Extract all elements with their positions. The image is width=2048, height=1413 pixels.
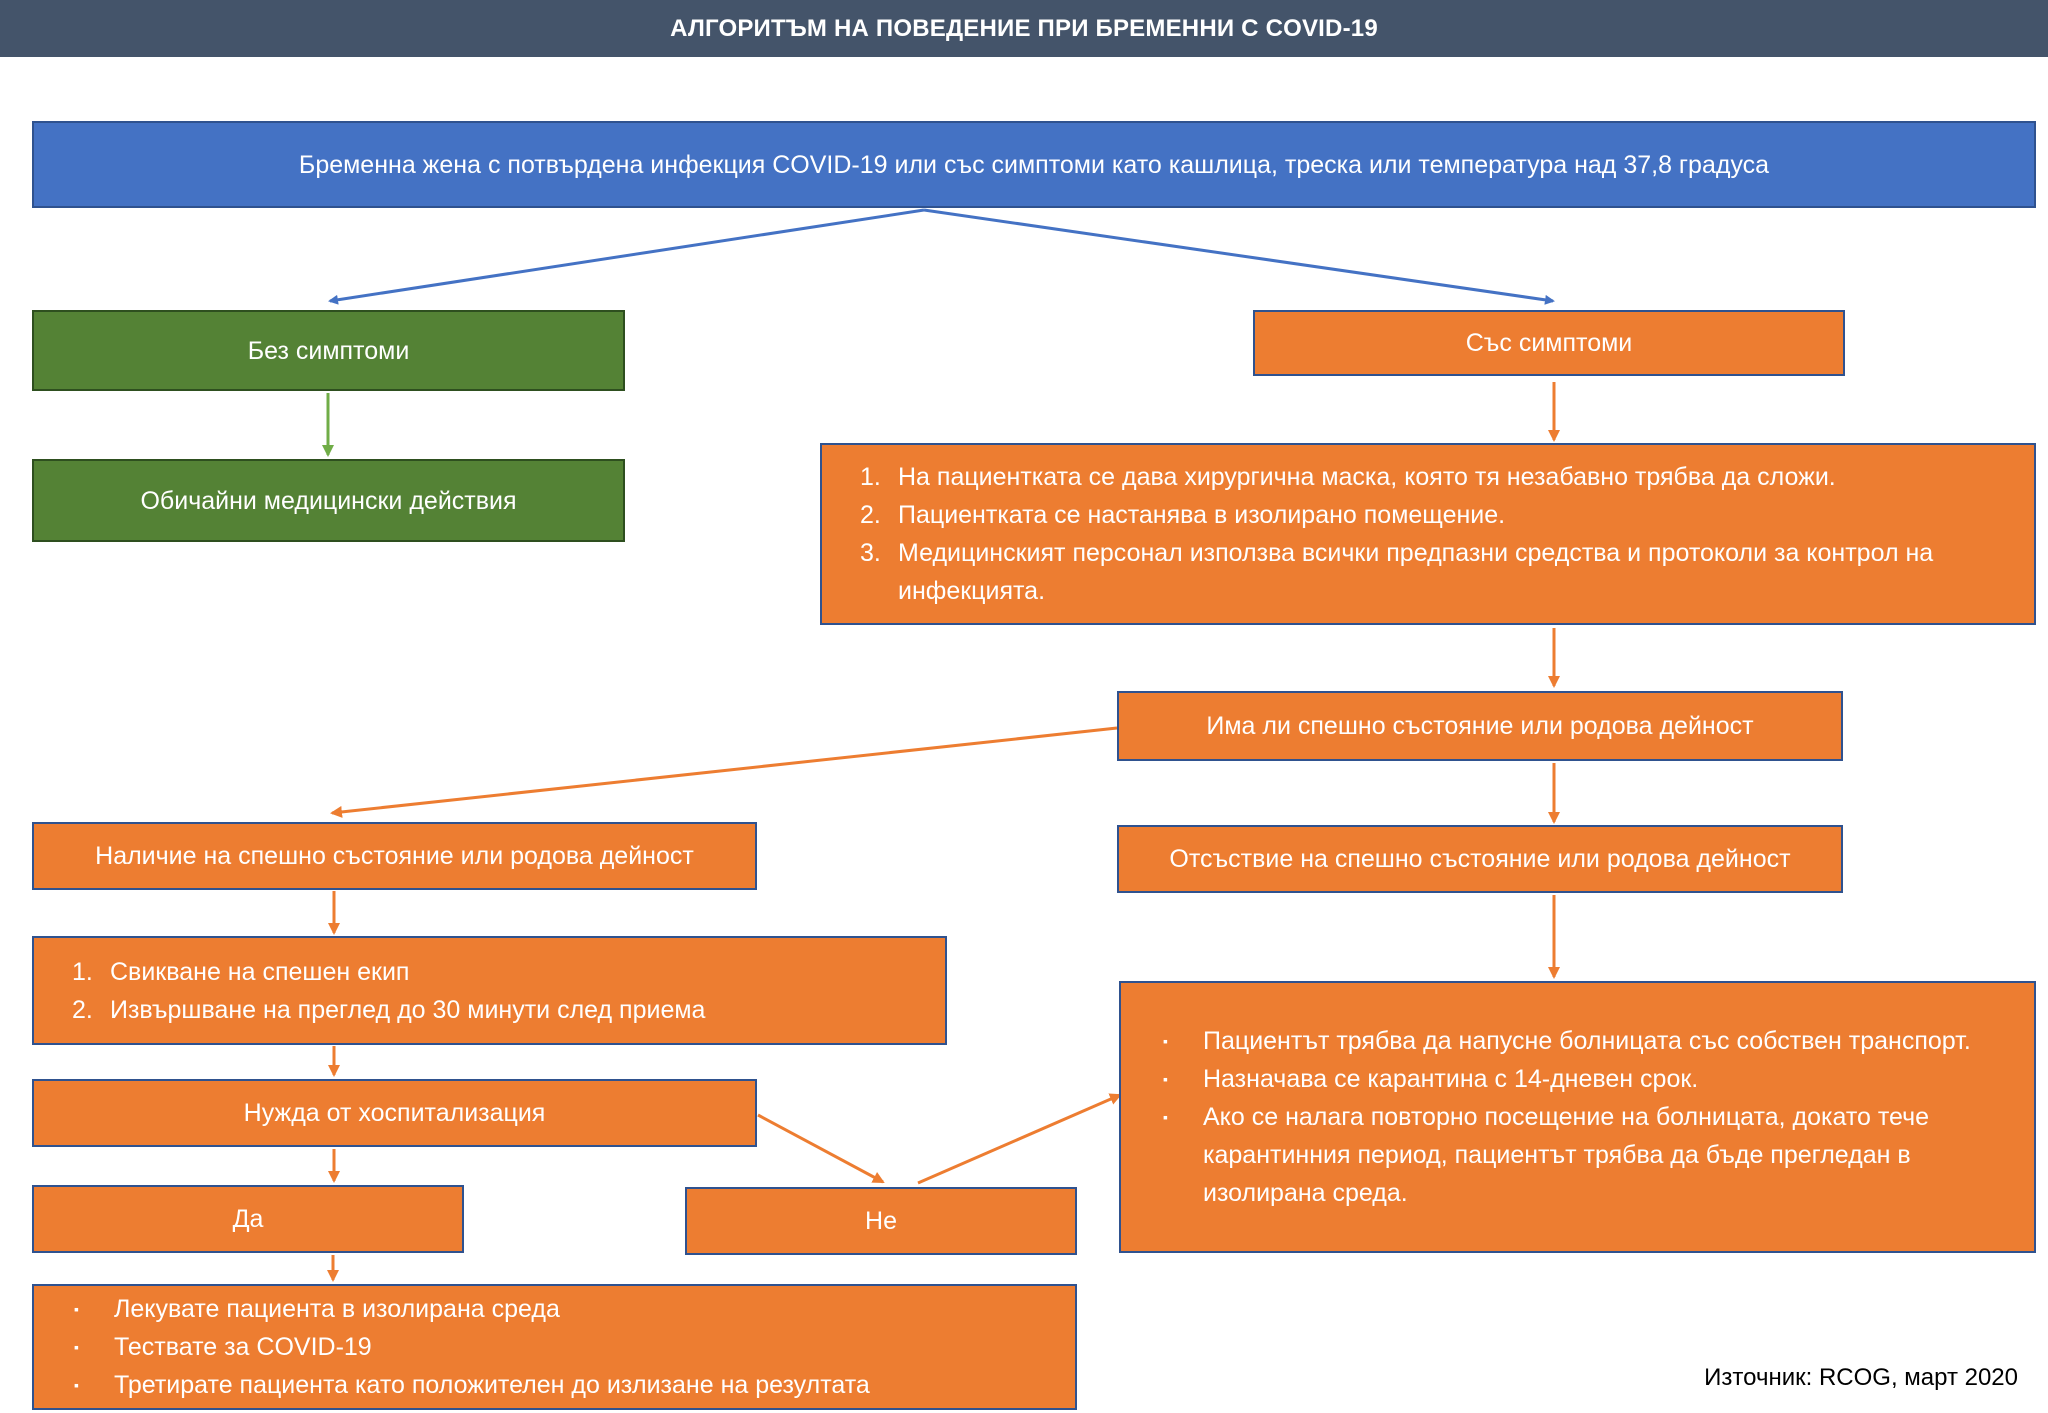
list-item: ▪Назначава се карантина с 14-дневен срок… bbox=[1163, 1060, 2014, 1098]
usual-care-text: Обичайни медицински действия bbox=[140, 486, 517, 515]
hospitalization-box: Нужда от хоспитализация bbox=[32, 1079, 757, 1147]
no-text: Не bbox=[865, 1207, 897, 1235]
list-item: 2.Пациентката се настанява в изолирано п… bbox=[860, 501, 1506, 529]
absent-steps-box: ▪Пациентът трябва да напусне болницата с… bbox=[1119, 981, 2036, 1253]
hospitalization-text: Нужда от хоспитализация bbox=[243, 1099, 546, 1127]
emergency-absent-text: Отсъствие на спешно състояние или родова… bbox=[1169, 845, 1791, 873]
emergency-present-text: Наличие на спешно състояние или родова д… bbox=[95, 842, 694, 870]
no-symptoms-text: Без симптоми bbox=[247, 336, 410, 365]
no-symptoms-box: Без симптоми bbox=[32, 310, 625, 391]
start-text: Бременна жена с потвърдена инфекция COVI… bbox=[298, 150, 1770, 179]
bullet-icon: ▪ bbox=[74, 1339, 79, 1355]
bullet-icon: ▪ bbox=[74, 1377, 79, 1393]
emergency-present-box: Наличие на спешно състояние или родова д… bbox=[32, 822, 757, 890]
list-item: 1.На пациентката се дава хирургична маск… bbox=[860, 463, 1836, 491]
emergency-question-box: Има ли спешно състояние или родова дейно… bbox=[1117, 691, 1843, 761]
list-item: 3.Медицинският персонал използва всички … bbox=[860, 539, 1934, 605]
emergency-question-text: Има ли спешно състояние или родова дейно… bbox=[1206, 712, 1754, 740]
list-item: ▪Пациентът трябва да напусне болницата с… bbox=[1163, 1022, 2014, 1060]
arrow-question-to-emergency-present bbox=[330, 726, 1118, 818]
list-item: ▪Лекувате пациента в изолирана среда bbox=[74, 1290, 870, 1328]
emergency-absent-box: Отсъствие на спешно състояние или родова… bbox=[1117, 825, 1843, 893]
source-note: Източник: RCOG, март 2020 bbox=[1704, 1364, 2018, 1391]
list-item: ▪Третирате пациента като положителен до … bbox=[74, 1366, 870, 1404]
usual-care-box: Обичайни медицински действия bbox=[32, 459, 625, 542]
list-item: ▪Ако се налага повторно посещение на бол… bbox=[1163, 1098, 2014, 1212]
arrow-no-to-absent-steps bbox=[917, 1093, 1122, 1185]
bullet-icon: ▪ bbox=[74, 1301, 79, 1317]
yes-text: Да bbox=[232, 1205, 264, 1233]
absent-steps-list: ▪Пациентът трябва да напусне болницата с… bbox=[1163, 1022, 2014, 1212]
with-symptoms-box: Със симптоми bbox=[1253, 310, 1845, 376]
bullet-icon: ▪ bbox=[1163, 1109, 1168, 1125]
with-symptoms-text: Със симптоми bbox=[1465, 329, 1633, 357]
list-item: ▪Тествате за COVID-19 bbox=[74, 1328, 870, 1366]
list-item: 2.Извършване на преглед до 30 минути сле… bbox=[72, 995, 706, 1024]
page-title: АЛГОРИТЪМ НА ПОВЕДЕНИЕ ПРИ БРЕМЕННИ С CO… bbox=[0, 0, 2048, 57]
initial-steps-list: 1.На пациентката се дава хирургична маск… bbox=[860, 458, 2014, 610]
emergency-steps-list: 1.Свикване на спешен екип 2.Извършване н… bbox=[72, 953, 705, 1029]
yes-steps-box: ▪Лекувате пациента в изолирана среда ▪Те… bbox=[32, 1284, 1077, 1410]
bullet-icon: ▪ bbox=[1163, 1071, 1168, 1087]
no-box: Не bbox=[685, 1187, 1077, 1255]
list-item: 1.Свикване на спешен екип bbox=[72, 957, 410, 986]
start-box: Бременна жена с потвърдена инфекция COVI… bbox=[32, 121, 2036, 208]
yes-steps-list: ▪Лекувате пациента в изолирана среда ▪Те… bbox=[74, 1290, 870, 1404]
arrow-hospitalization-to-no bbox=[757, 1113, 885, 1184]
emergency-steps-box: 1.Свикване на спешен екип 2.Извършване н… bbox=[32, 936, 947, 1045]
arrow-start-to-with-symptoms bbox=[923, 208, 1555, 305]
arrow-start-to-no-symptoms bbox=[328, 208, 925, 305]
initial-steps-box: 1.На пациентката се дава хирургична маск… bbox=[820, 443, 2036, 625]
yes-box: Да bbox=[32, 1185, 464, 1253]
bullet-icon: ▪ bbox=[1163, 1033, 1168, 1049]
